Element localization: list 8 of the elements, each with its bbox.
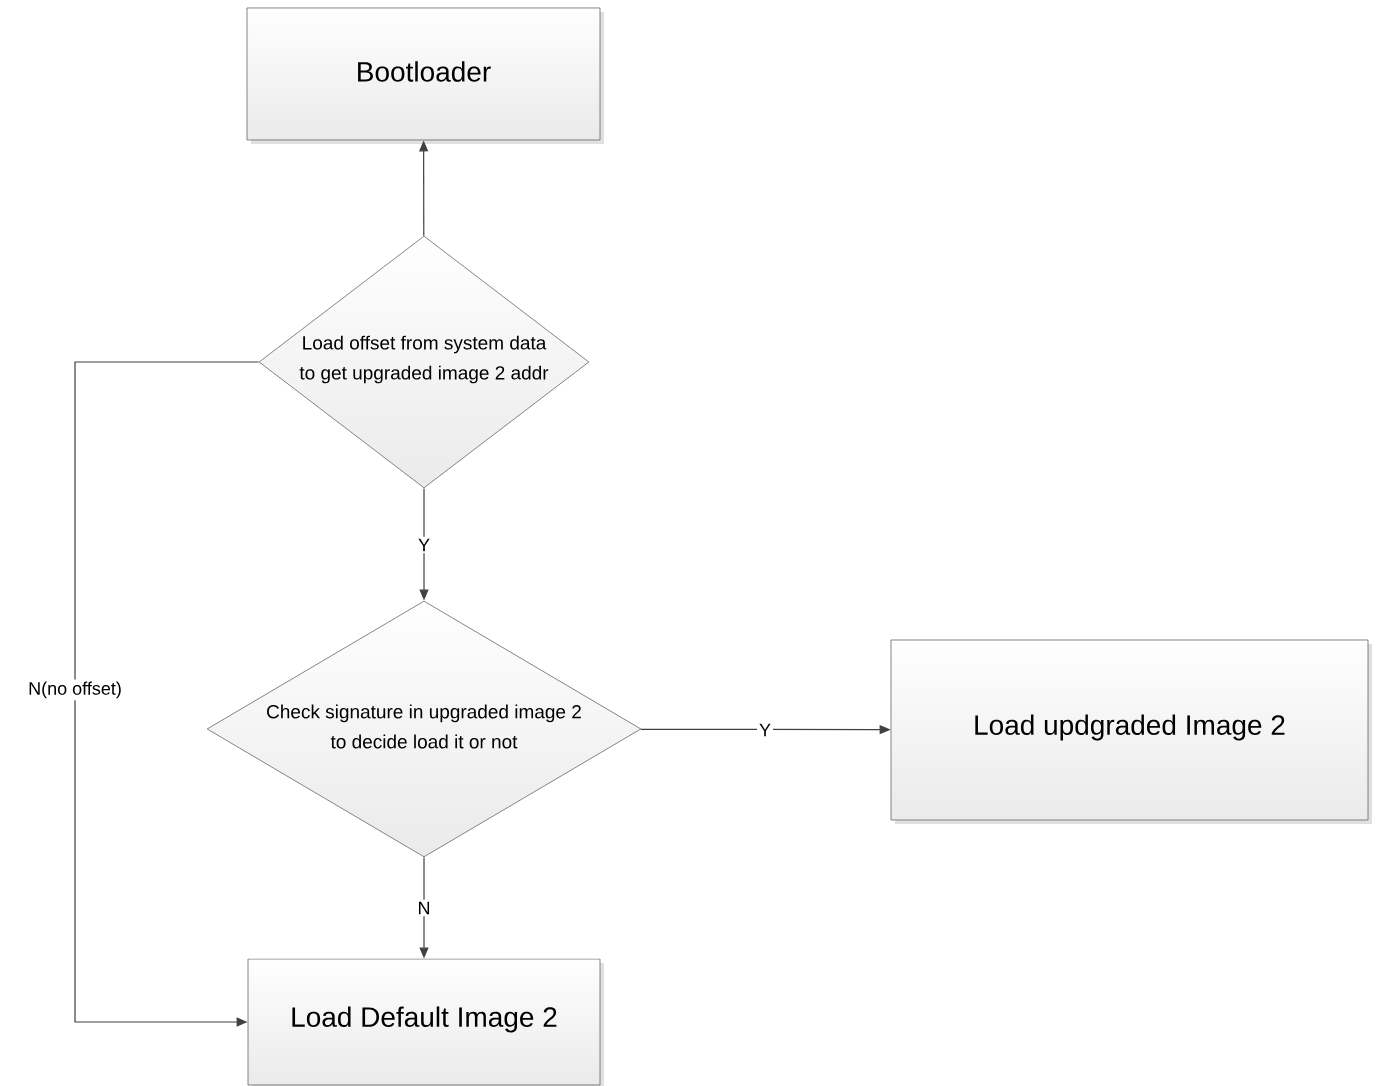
process-box: Load Default Image 2 xyxy=(247,958,604,1086)
process-box: Load updgraded Image 2 xyxy=(890,639,1372,824)
arrow xyxy=(74,361,260,1027)
edge-label: Y xyxy=(757,721,773,739)
process-box: Bootloader xyxy=(246,7,604,144)
edge-label: N xyxy=(415,899,433,917)
edge-label: N(no offset) xyxy=(26,679,124,701)
edge-label: Y xyxy=(416,536,432,554)
